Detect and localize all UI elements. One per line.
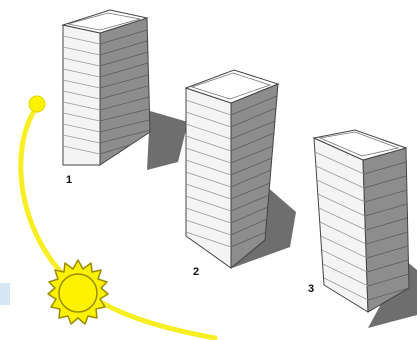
- building-1: [63, 10, 188, 170]
- building-1-label: 1: [66, 174, 72, 186]
- building-2-label: 2: [193, 266, 199, 278]
- building-shadow: [147, 111, 188, 170]
- edge-patch: [0, 283, 10, 305]
- building-front: [186, 88, 231, 268]
- building-front: [314, 138, 368, 312]
- sun-icon: [29, 96, 45, 112]
- building-3-label: 3: [308, 283, 314, 295]
- building-3: [314, 130, 417, 328]
- building-2: [186, 70, 296, 268]
- building-side: [100, 18, 150, 165]
